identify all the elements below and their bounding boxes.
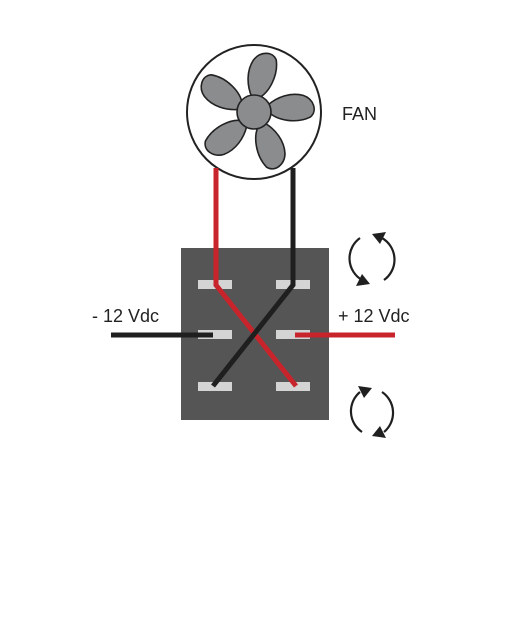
clockwise-rotation-icon [348, 232, 396, 286]
terminal-middle-right [276, 330, 310, 339]
fan-hub [236, 94, 272, 130]
negative-supply-label: - 12 Vdc [92, 306, 159, 326]
fan-icon [186, 44, 322, 180]
fan-red-wire [213, 168, 298, 388]
terminal-bottom-right [276, 382, 310, 391]
positive-supply-label: + 12 Vdc [338, 306, 410, 326]
fan-label: FAN [342, 104, 377, 124]
fan-blades [200, 52, 315, 170]
fan-blade [200, 73, 244, 111]
fan-blade [254, 122, 286, 170]
counterclockwise-rotation-icon [349, 386, 395, 438]
fan-blade [266, 93, 315, 122]
fan-blade [247, 52, 278, 100]
fan-black-wire [211, 168, 296, 388]
fan-blade [204, 119, 248, 156]
terminal-middle-left [198, 330, 232, 339]
